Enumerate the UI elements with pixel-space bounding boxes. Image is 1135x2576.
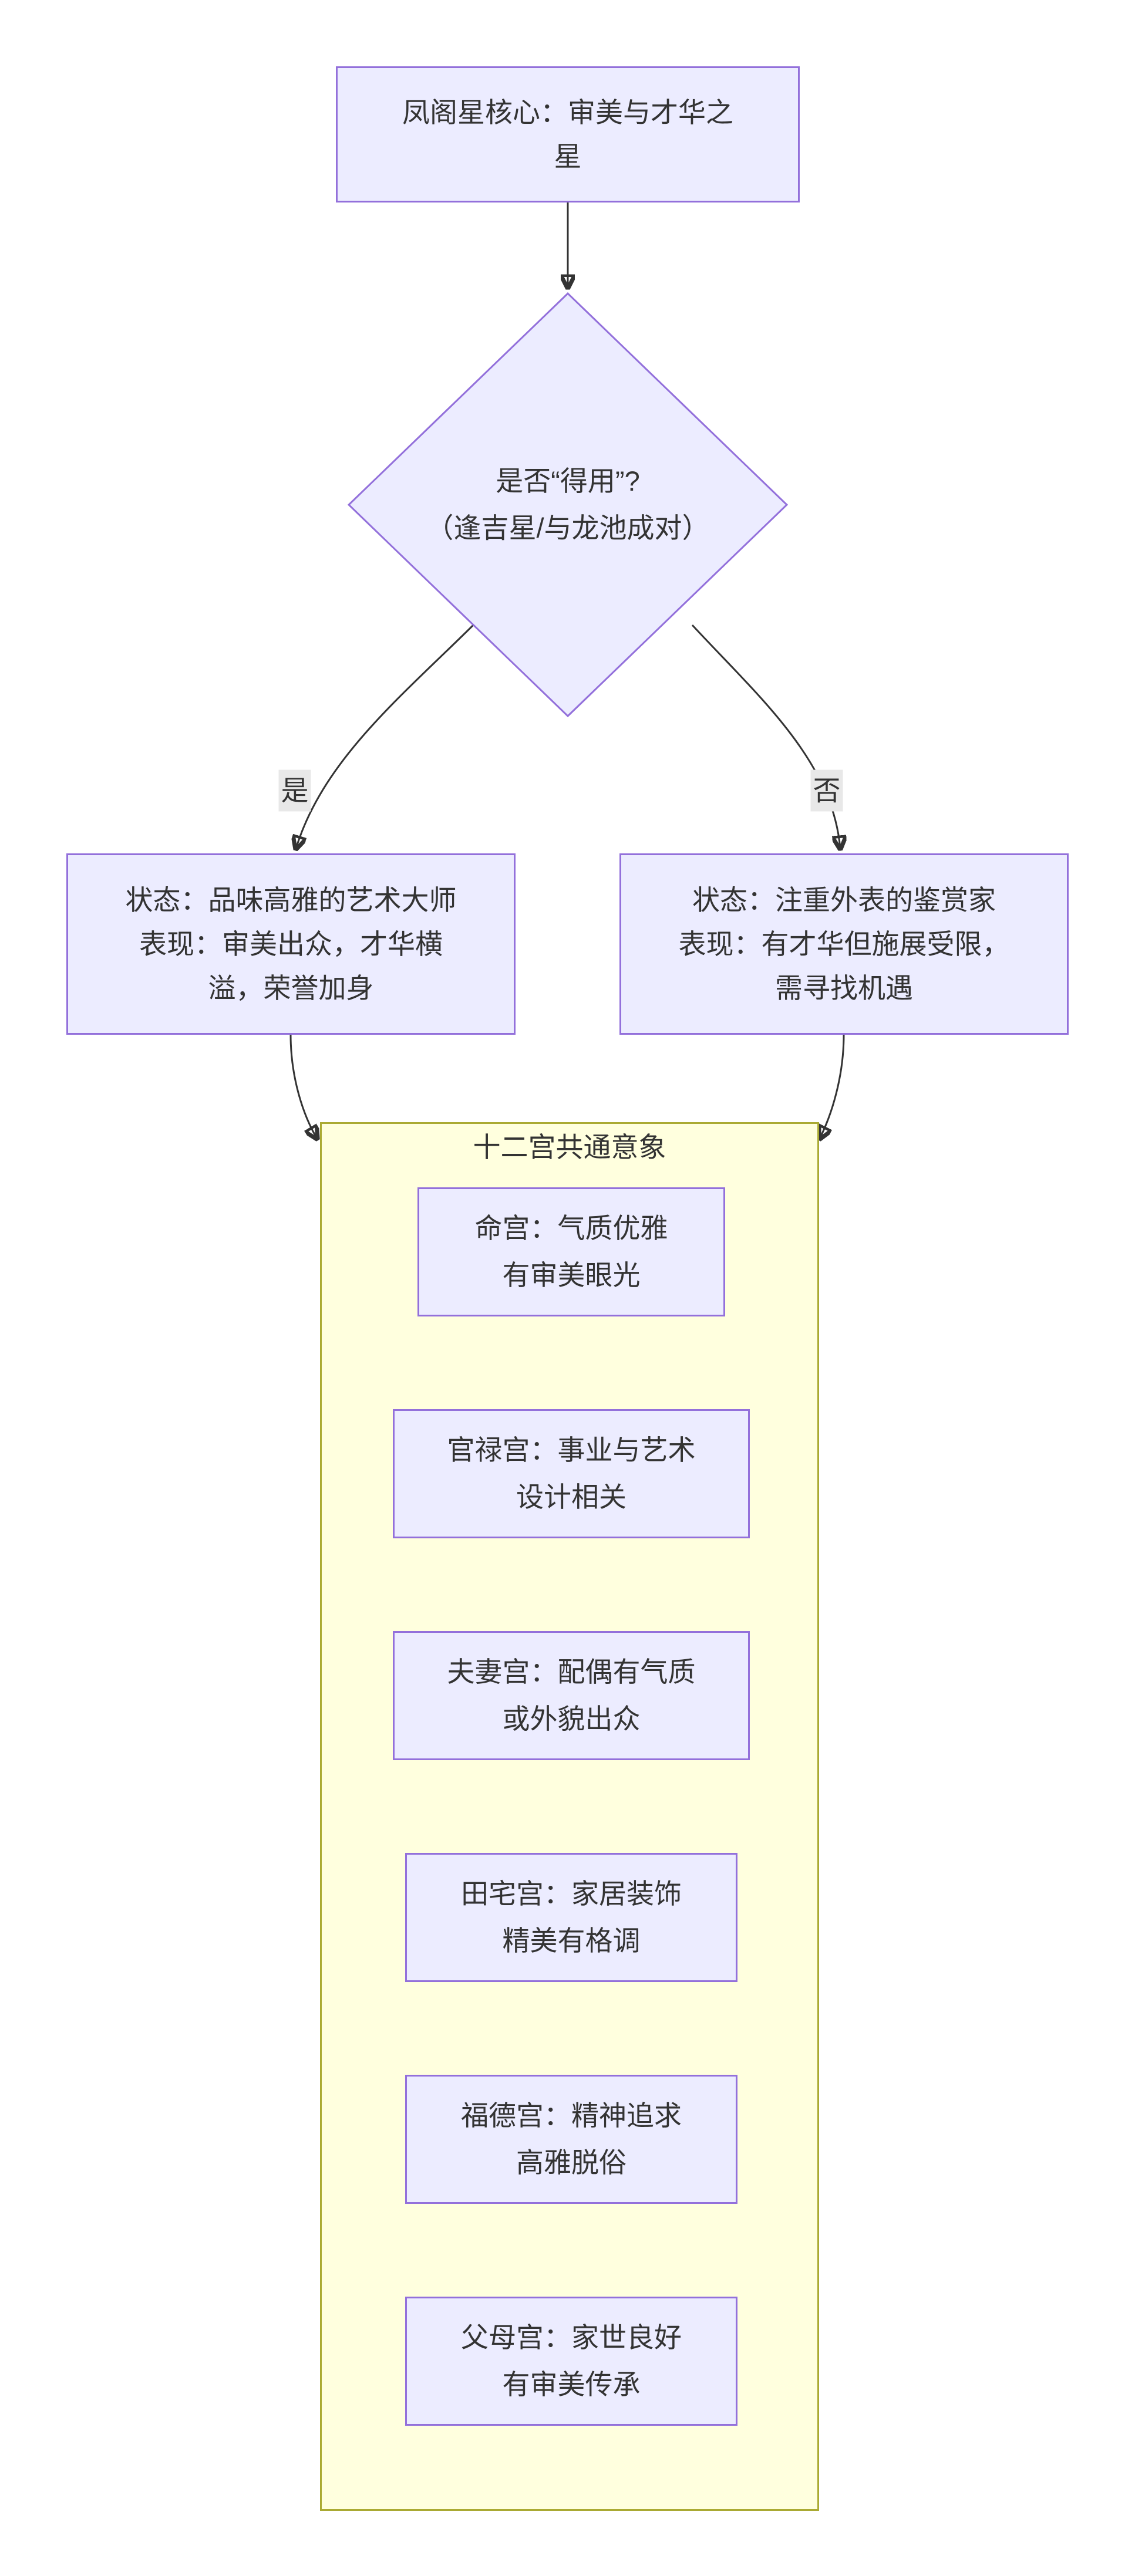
palace-box-tianzhai: 田宅宫：家居装饰 精美有格调 [405,1853,737,1982]
palace-box-fude: 福德宫：精神追求 高雅脱俗 [405,2075,737,2204]
no-outcome-detail: 表现：有才华但施展受限，需寻找机遇 [678,929,1010,1004]
edge-label-yes: 是 [278,769,311,812]
cluster-title: 十二宫共通意象 [473,1132,666,1163]
palace-box-fumu: 父母宫：家世良好 有审美传承 [405,2297,737,2426]
palace-box-ming: 命宫：气质优雅 有审美眼光 [417,1187,725,1316]
no-outcome-status: 状态：注重外表的鉴赏家 [692,884,996,916]
palace-box-guanlu: 官禄宫：事业与艺术 设计相关 [393,1409,750,1538]
node-no-outcome: 状态：注重外表的鉴赏家 表现：有才华但施展受限，需寻找机遇 [619,853,1069,1035]
yes-outcome-detail: 表现：审美出众，才华横溢，荣誉加身 [139,929,443,1004]
palace-box-fuqi: 夫妻宫：配偶有气质 或外貌出众 [393,1631,750,1760]
edge-label-no: 否 [810,769,843,812]
cluster-twelve-palaces: 十二宫共通意象 命宫：气质优雅 有审美眼光 官禄宫：事业与艺术 设计相关 夫妻宫… [320,1122,819,2511]
node-yes-outcome: 状态：品味高雅的艺术大师 表现：审美出众，才华横溢，荣誉加身 [66,853,516,1035]
node-decision: 是否“得用”? （逢吉星/与龙池成对） [349,293,787,716]
node-core-label: 凤阁星核心：审美与才华之星 [402,97,733,172]
edge-yes-to-cluster [289,1034,317,1139]
edge-decision-yes [296,624,474,849]
decision-diamond-shape [347,292,789,718]
node-decision-label: 是否“得用”? （逢吉星/与龙池成对） [426,465,710,543]
node-core: 凤阁星核心：审美与才华之星 [336,66,800,202]
yes-outcome-status: 状态：品味高雅的艺术大师 [125,884,457,916]
edge-decision-no [691,624,840,849]
edge-no-to-cluster [820,1034,845,1139]
